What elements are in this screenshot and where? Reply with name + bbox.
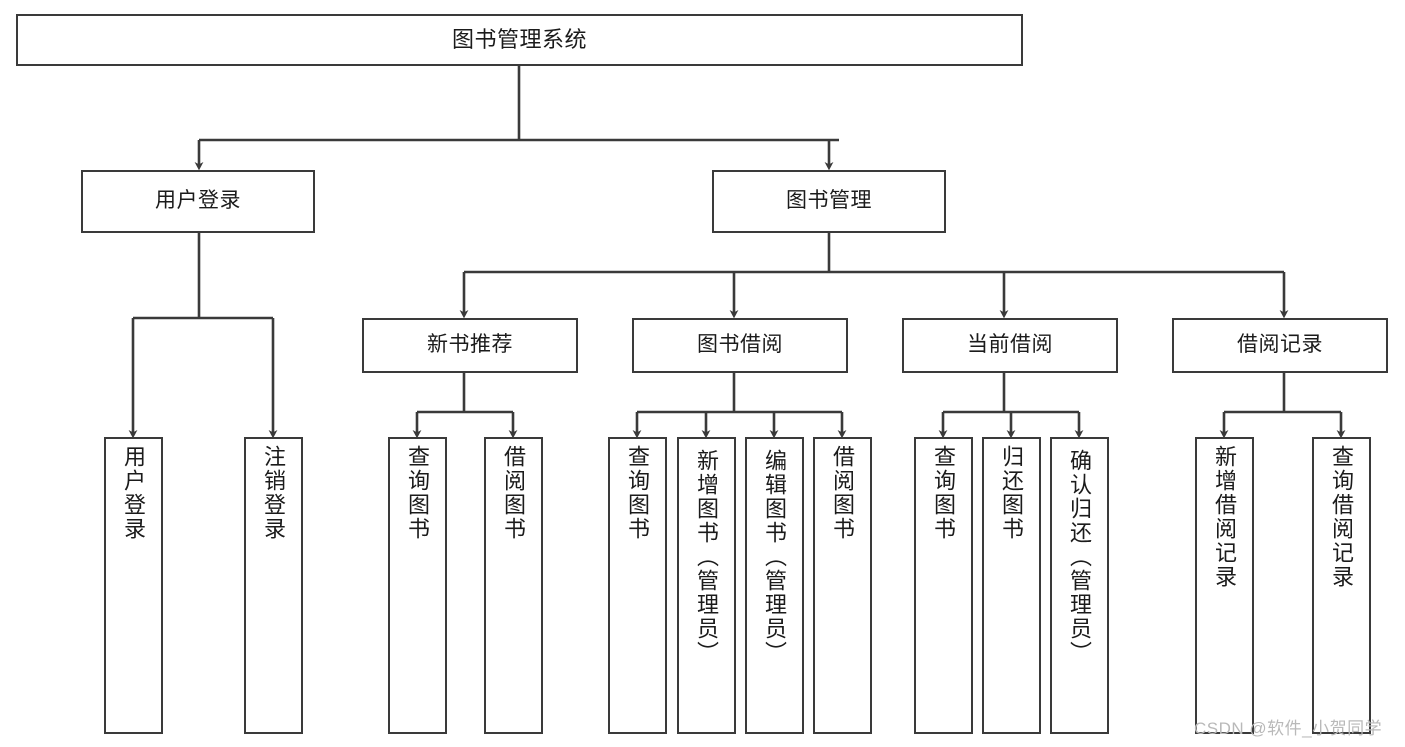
node-leaf-borrow-books[interactable]: 借阅图书 xyxy=(813,437,872,734)
node-borrowing-records[interactable]: 借阅记录 xyxy=(1172,318,1388,373)
node-leaf-query-books-recommend[interactable]: 查询图书 xyxy=(388,437,447,734)
node-label: 查询图书 xyxy=(931,445,957,541)
node-label: 图书管理 xyxy=(786,189,872,213)
node-label: 图书管理系统 xyxy=(451,27,587,53)
node-label: 借阅图书 xyxy=(830,445,856,541)
node-label: 新增图书（管理员） xyxy=(694,449,720,665)
node-user-login[interactable]: 用户登录 xyxy=(81,170,315,233)
watermark-text: CSDN @软件_小贺同学 xyxy=(1194,719,1383,738)
node-label: 用户登录 xyxy=(155,189,241,213)
node-label: 当前借阅 xyxy=(967,333,1053,357)
node-label: 查询图书 xyxy=(625,445,651,541)
node-label: 图书借阅 xyxy=(697,333,783,357)
node-label: 归还图书 xyxy=(999,445,1025,541)
node-leaf-add-borrow-record[interactable]: 新增借阅记录 xyxy=(1195,437,1254,734)
node-label: 借阅记录 xyxy=(1237,333,1323,357)
node-leaf-confirm-return-admin[interactable]: 确认归还（管理员） xyxy=(1050,437,1109,734)
node-label: 新书推荐 xyxy=(427,333,513,357)
node-current-borrowing[interactable]: 当前借阅 xyxy=(902,318,1118,373)
node-label: 确认归还（管理员） xyxy=(1067,449,1093,665)
node-label: 注销登录 xyxy=(261,445,287,541)
node-leaf-edit-book-admin[interactable]: 编辑图书（管理员） xyxy=(745,437,804,734)
node-label: 新增借阅记录 xyxy=(1212,445,1238,589)
node-label: 查询图书 xyxy=(405,445,431,541)
node-leaf-query-books-borrow[interactable]: 查询图书 xyxy=(608,437,667,734)
node-new-book-recommendation[interactable]: 新书推荐 xyxy=(362,318,578,373)
node-book-management[interactable]: 图书管理 xyxy=(712,170,946,233)
node-leaf-query-borrow-record[interactable]: 查询借阅记录 xyxy=(1312,437,1371,734)
node-leaf-borrow-books-recommend[interactable]: 借阅图书 xyxy=(484,437,543,734)
node-leaf-add-book-admin[interactable]: 新增图书（管理员） xyxy=(677,437,736,734)
node-label: 编辑图书（管理员） xyxy=(762,449,788,665)
node-leaf-user-login[interactable]: 用户登录 xyxy=(104,437,163,734)
node-leaf-logout[interactable]: 注销登录 xyxy=(244,437,303,734)
node-leaf-query-books-current[interactable]: 查询图书 xyxy=(914,437,973,734)
node-leaf-return-books[interactable]: 归还图书 xyxy=(982,437,1041,734)
node-label: 借阅图书 xyxy=(501,445,527,541)
node-root-book-management-system[interactable]: 图书管理系统 xyxy=(16,14,1023,66)
node-label: 查询借阅记录 xyxy=(1329,445,1355,589)
node-book-borrowing[interactable]: 图书借阅 xyxy=(632,318,848,373)
node-label: 用户登录 xyxy=(121,445,147,541)
